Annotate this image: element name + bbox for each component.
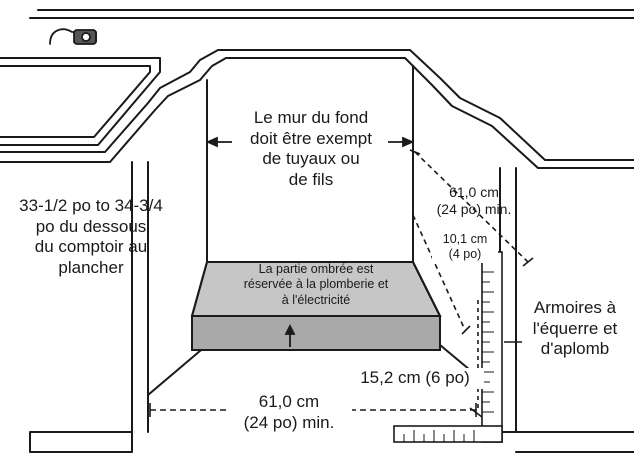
sink-basin <box>0 57 161 146</box>
shaded-zone-arrow <box>284 323 296 347</box>
countertop-underside <box>0 57 634 169</box>
floor-edge-left <box>147 344 208 396</box>
right-toe-kick <box>499 431 634 453</box>
counter-height-label: 33-1/2 po to 34-3/4 po du dessous du com… <box>19 196 163 278</box>
sink-basin-inner <box>0 65 151 138</box>
faucet-icon <box>49 28 97 45</box>
left-toe-kick <box>29 431 133 453</box>
cabinets-label: Armoires à l'équerre et d'aplomb <box>532 298 618 359</box>
side-clearance-label: 10,1 cm (4 po) <box>432 232 498 263</box>
countertop-contour <box>0 49 634 161</box>
back-wall-label: Le mur du fond doit être exempt de tuyau… <box>250 108 372 190</box>
shaded-utility-zone <box>190 261 442 351</box>
floor-clearance-label: 15,2 cm (6 po) <box>346 368 484 389</box>
depth-label: 61,0 cm (24 po) min. <box>436 184 512 218</box>
shaded-area-label: La partie ombrée est réservée à la plomb… <box>243 262 389 307</box>
width-label: 61,0 cm (24 po) min. <box>226 392 352 434</box>
back-wall-arrows <box>205 136 415 148</box>
